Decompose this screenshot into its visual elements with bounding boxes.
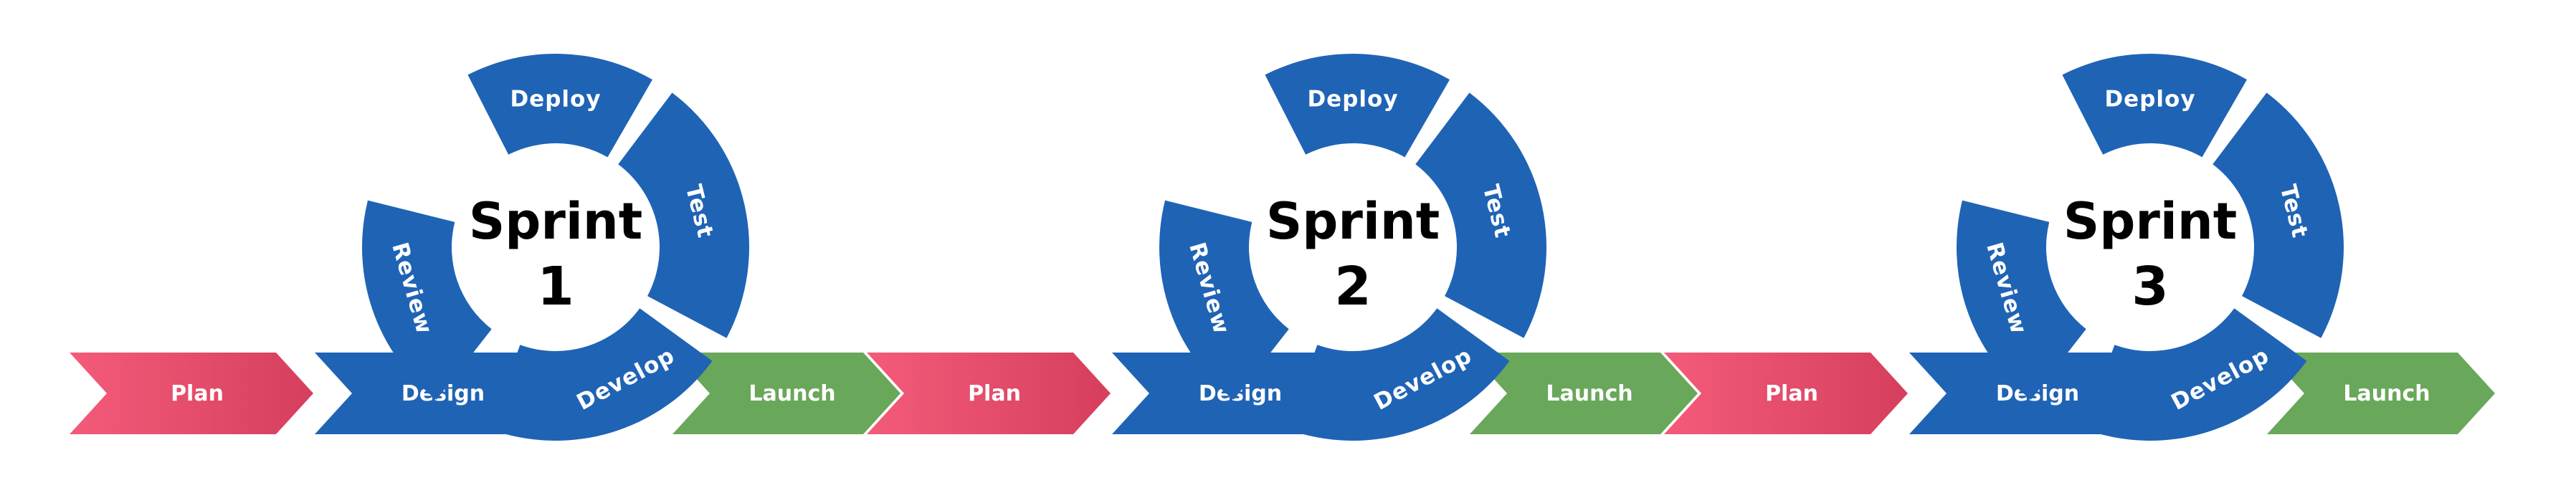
sprint-2-test-segment <box>1415 92 1546 338</box>
sprint-3-deploy-segment <box>2062 53 2247 158</box>
sprint-2-launch-arrow: Launch <box>1470 353 1698 434</box>
sprint-2-launch-arrow-shape <box>1470 353 1698 434</box>
sprint-2-review-segment <box>1159 200 1289 400</box>
sprint-1-test-segment <box>618 92 749 338</box>
sprint-1-launch-label: Launch <box>748 381 835 406</box>
sprint-3-plan-arrow: Plan <box>1664 353 1908 434</box>
sprint-1-plan-arrow-shape <box>70 353 313 434</box>
sprint-3-launch-arrow-shape <box>2267 353 2495 434</box>
sprint-3-plan-arrow-shape <box>1664 353 1908 434</box>
sprint-3-develop-segment <box>2083 308 2307 441</box>
sprint-1-deploy-label: Deploy <box>510 87 601 112</box>
sprint-2-number: 2 <box>1334 256 1372 317</box>
sprint-3-number: 3 <box>2131 256 2169 317</box>
sprint-3-review-segment <box>1957 200 2086 400</box>
sprint-3-launch-label: Launch <box>2343 381 2430 406</box>
sprint-2-deploy-label: Deploy <box>1307 87 1398 112</box>
sprint-1-plan-arrow: Plan <box>70 353 313 434</box>
sprint-3-plan-label: Plan <box>1765 381 1818 406</box>
sprint-3-launch-arrow: Launch <box>2267 353 2495 434</box>
sprint-1-develop-segment <box>489 308 713 441</box>
sprint-2-title: Sprint <box>1266 192 1440 251</box>
sprint-1-launch-arrow: Launch <box>672 353 900 434</box>
sprint-1-plan-label: Plan <box>171 381 224 406</box>
sprint-2-develop-segment <box>1286 308 1510 441</box>
sprint-2-plan-arrow: Plan <box>867 353 1111 434</box>
sprint-1-deploy-segment <box>467 53 652 158</box>
sprint-3-title: Sprint <box>2063 192 2237 251</box>
sprint-2-deploy-segment <box>1265 54 1450 158</box>
sprint-2-plan-arrow-shape <box>867 353 1111 434</box>
sprint-1-number: 1 <box>537 256 574 317</box>
sprint-2-launch-label: Launch <box>1546 381 1632 406</box>
sprint-1-review-segment <box>362 200 492 400</box>
sprint-3-test-segment <box>2213 92 2344 338</box>
sprint-1-title: Sprint <box>469 192 642 251</box>
sprint-1-launch-arrow-shape <box>672 353 900 434</box>
sprint-3-deploy-label: Deploy <box>2104 87 2195 112</box>
sprint-2-plan-label: Plan <box>968 381 1021 406</box>
